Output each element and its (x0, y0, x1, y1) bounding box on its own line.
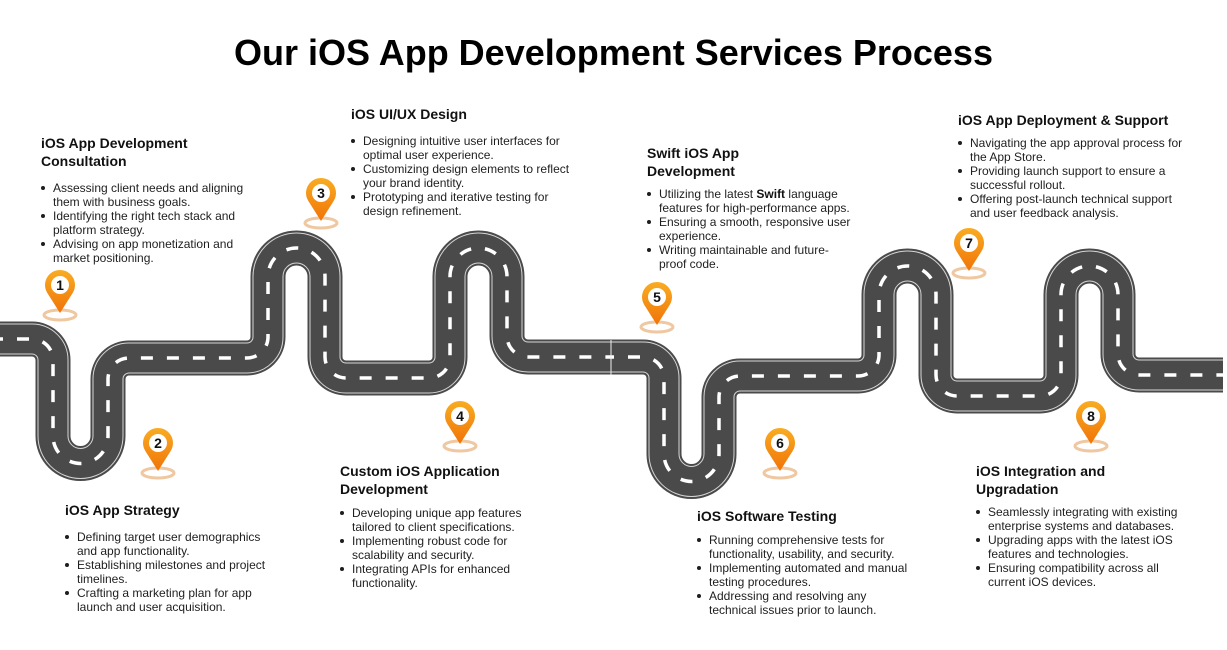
step-4-custom-development: Custom iOS Application Development Devel… (340, 462, 521, 590)
pin-number: 6 (776, 435, 784, 451)
step-7-deployment-support: iOS App Deployment & Support Navigating … (958, 111, 1182, 220)
bullet-dot (976, 538, 980, 542)
pin-number: 3 (317, 185, 325, 201)
bullet-dot (340, 511, 344, 515)
bullet-dot (958, 141, 962, 145)
bullet-item: Customizing design elements to reflect y… (351, 162, 569, 190)
bullet-item: Defining target user demographics and ap… (65, 530, 265, 558)
bullet-dot (697, 538, 701, 542)
bullet-item: Prototyping and iterative testing for de… (351, 190, 569, 218)
step-bullet-list: Utilizing the latest Swift language feat… (647, 187, 850, 271)
bullet-dot (351, 139, 355, 143)
bullet-item: Seamlessly integrating with existing ent… (976, 505, 1177, 533)
bullet-item: Upgrading apps with the latest iOS featu… (976, 533, 1177, 561)
bullet-item: Assessing client needs and aligning them… (41, 181, 243, 209)
bullet-item: Writing maintainable and future- proof c… (647, 243, 850, 271)
step-5-swift-development: Swift iOS App Development Utilizing the … (647, 144, 850, 271)
bullet-dot (41, 186, 45, 190)
step-2-pin-marker: 2 (140, 427, 176, 480)
step-7-pin-marker: 7 (951, 227, 987, 280)
bullet-dot (351, 167, 355, 171)
bullet-dot (340, 539, 344, 543)
road-left-section (0, 248, 612, 463)
bullet-item: Utilizing the latest Swift language feat… (647, 187, 850, 215)
step-8-pin-marker: 8 (1073, 400, 1109, 453)
step-6-pin-marker: 6 (762, 427, 798, 480)
pin-number: 2 (154, 435, 162, 451)
page-title: Our iOS App Development Services Process (234, 32, 993, 73)
bullet-item: Addressing and resolving any technical i… (697, 589, 907, 617)
step-heading: iOS Integration and Upgradation (976, 463, 1106, 497)
step-2-strategy: iOS App Strategy Defining target user de… (65, 501, 265, 614)
step-heading: iOS App Strategy (65, 502, 180, 518)
bullet-dot (697, 566, 701, 570)
step-bullet-list: Defining target user demographics and ap… (65, 530, 265, 614)
bullet-dot (647, 192, 651, 196)
step-3-pin-marker: 3 (303, 177, 339, 230)
step-bullet-list: Developing unique app features tailored … (340, 506, 521, 590)
step-heading: iOS Software Testing (697, 508, 837, 524)
bullet-dot (65, 563, 69, 567)
bullet-dot (340, 567, 344, 571)
step-4-pin-marker: 4 (442, 400, 478, 453)
bullet-item: Implementing robust code for scalability… (340, 534, 521, 562)
bullet-item: Providing launch support to ensure a suc… (958, 164, 1182, 192)
bullet-dot (65, 591, 69, 595)
step-heading: iOS App Deployment & Support (958, 112, 1169, 128)
bullet-item: Crafting a marketing plan for app launch… (65, 586, 265, 614)
swift-emphasis: Swift (756, 187, 786, 201)
bullet-dot (41, 214, 45, 218)
pin-number: 5 (653, 289, 661, 305)
step-1-pin-marker: 1 (42, 269, 78, 322)
pin-number: 7 (965, 235, 973, 251)
step-heading: iOS UI/UX Design (351, 106, 467, 122)
bullet-dot (976, 566, 980, 570)
step-heading: iOS App Development Consultation (41, 135, 188, 169)
bullet-item: Navigating the app approval process for … (958, 136, 1182, 164)
step-heading: Custom iOS Application Development (340, 463, 500, 497)
bullet-item: Integrating APIs for enhanced functional… (340, 562, 521, 590)
step-bullet-list: Seamlessly integrating with existing ent… (976, 505, 1177, 589)
road-right-section (606, 266, 1223, 481)
bullet-item: Running comprehensive tests for function… (697, 533, 907, 561)
bullet-dot (958, 197, 962, 201)
step-bullet-list: Running comprehensive tests for function… (697, 533, 907, 617)
pin-number: 4 (456, 408, 464, 424)
step-8-integration-upgradation: iOS Integration and Upgradation Seamless… (976, 462, 1177, 589)
bullet-dot (351, 195, 355, 199)
bullet-dot (976, 510, 980, 514)
step-3-ui-ux-design: iOS UI/UX Design Designing intuitive use… (351, 105, 569, 218)
bullet-dot (958, 169, 962, 173)
bullet-item: Offering post-launch technical support a… (958, 192, 1182, 220)
step-heading: Swift iOS App Development (647, 145, 740, 179)
bullet-item: Designing intuitive user interfaces for … (351, 134, 569, 162)
bullet-dot (647, 220, 651, 224)
step-bullet-list: Assessing client needs and aligning them… (41, 181, 243, 265)
bullet-item: Developing unique app features tailored … (340, 506, 521, 534)
bullet-item: Ensuring compatibility across all curren… (976, 561, 1177, 589)
bullet-dot (697, 594, 701, 598)
bullet-dot (65, 535, 69, 539)
bullet-dot (41, 242, 45, 246)
bullet-item: Advising on app monetization and market … (41, 237, 243, 265)
step-bullet-list: Designing intuitive user interfaces for … (351, 134, 569, 218)
step-6-software-testing: iOS Software Testing Running comprehensi… (697, 507, 907, 617)
pin-number: 8 (1087, 408, 1095, 424)
bullet-item: Establishing milestones and project time… (65, 558, 265, 586)
bullet-item: Implementing automated and manual testin… (697, 561, 907, 589)
pin-number: 1 (56, 277, 64, 293)
bullet-dot (647, 248, 651, 252)
bullet-item: Identifying the right tech stack and pla… (41, 209, 243, 237)
step-1-consultation: iOS App Development Consultation Assessi… (41, 134, 243, 265)
step-5-pin-marker: 5 (639, 281, 675, 334)
bullet-item: Ensuring a smooth, responsive user exper… (647, 215, 850, 243)
step-bullet-list: Navigating the app approval process for … (958, 136, 1182, 220)
